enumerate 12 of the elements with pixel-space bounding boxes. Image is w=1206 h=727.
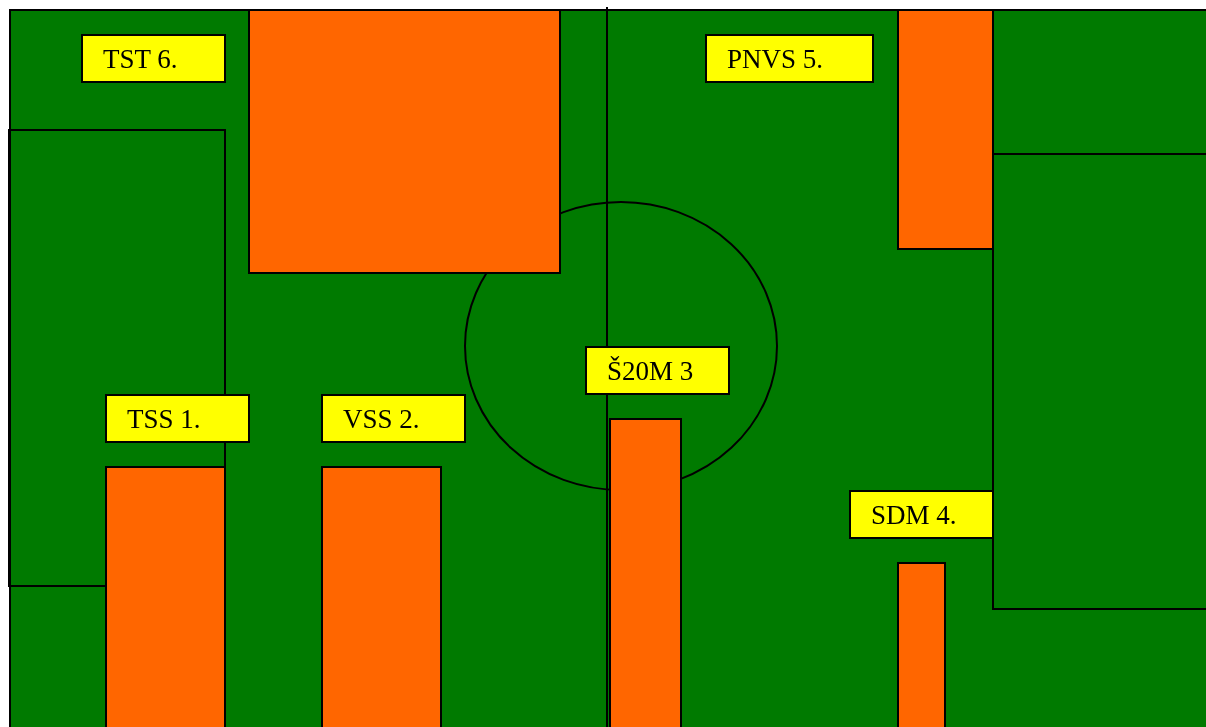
zone-label: Š20M 3: [585, 346, 730, 395]
zone-area: [321, 466, 442, 727]
zone-area: [897, 9, 994, 250]
zone-area: [105, 466, 226, 727]
zone-area: [248, 9, 561, 274]
zone-area: [897, 562, 946, 727]
zone-label: SDM 4.: [849, 490, 994, 539]
zone-label: PNVS 5.: [705, 34, 874, 83]
zone-label: TSS 1.: [105, 394, 250, 443]
zone-label: TST 6.: [81, 34, 226, 83]
zone-label: VSS 2.: [321, 394, 466, 443]
zone-area: [609, 418, 682, 727]
